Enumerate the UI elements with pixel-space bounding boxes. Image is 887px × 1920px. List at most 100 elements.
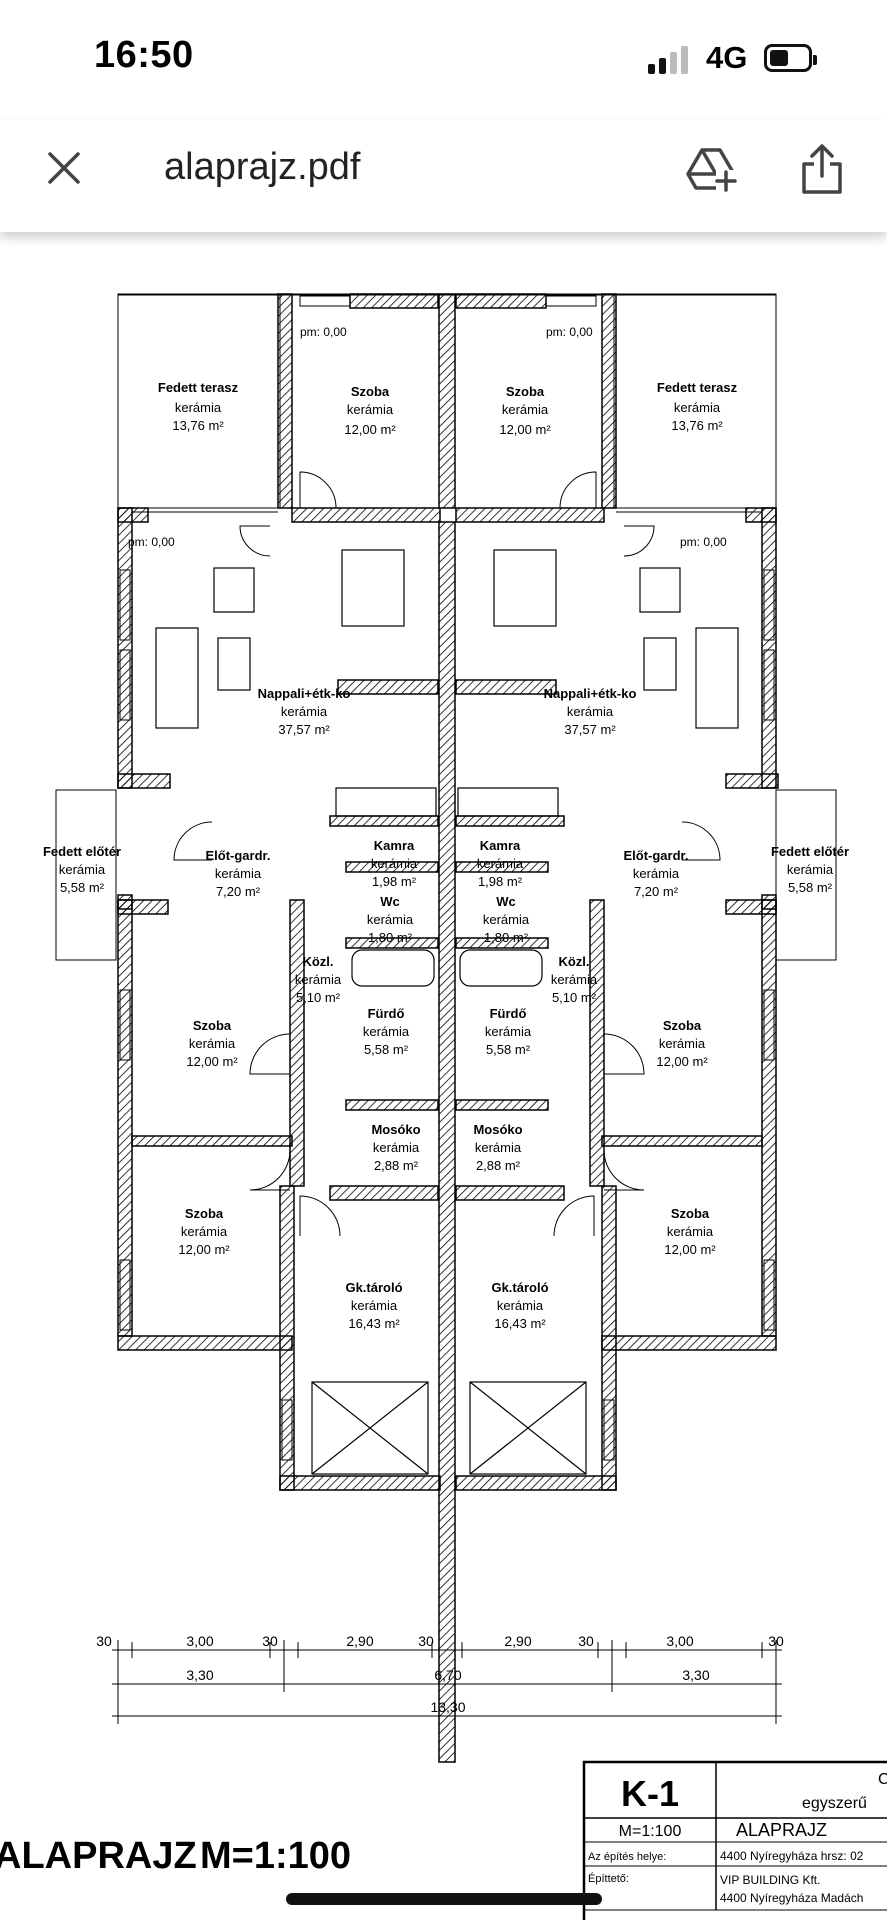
room-area: 7,20 m² <box>634 884 679 899</box>
share-icon[interactable] <box>800 142 844 196</box>
battery-icon <box>764 44 817 72</box>
room-name: Szoba <box>193 1018 232 1033</box>
room-material: kerámia <box>633 866 680 881</box>
room-name: Gk.tároló <box>345 1280 402 1295</box>
room-area: 5,58 m² <box>364 1042 409 1057</box>
room-area: 1,98 m² <box>478 874 523 889</box>
app-bar <box>0 120 887 232</box>
room-area: 5,10 m² <box>296 990 341 1005</box>
room-material: kerámia <box>363 1024 410 1039</box>
room-material: kerámia <box>215 866 262 881</box>
room-name: Mosóko <box>371 1122 420 1137</box>
room-area: 5,10 m² <box>552 990 597 1005</box>
dimension-total: 13,30 <box>430 1699 465 1715</box>
room-material: kerámia <box>477 856 524 871</box>
room-area: 1,80 m² <box>368 930 413 945</box>
sill-label: pm: 0,00 <box>546 325 593 339</box>
room-name: Szoba <box>185 1206 224 1221</box>
room-name: Fedett terasz <box>158 380 239 395</box>
room-name: Wc <box>380 894 400 909</box>
dimension: 30 <box>262 1633 278 1649</box>
room-name: Szoba <box>671 1206 710 1221</box>
room-material: kerámia <box>787 862 834 877</box>
room-area: 1,80 m² <box>484 930 529 945</box>
site-value: 4400 Nyíregyháza hrsz: 02 <box>720 1849 864 1863</box>
room-name: Közl. <box>558 954 589 969</box>
dimension: 3,30 <box>682 1667 709 1683</box>
room-area: 12,00 m² <box>178 1242 230 1257</box>
room-material: kerámia <box>371 856 418 871</box>
sill-label: pm: 0,00 <box>680 535 727 549</box>
room-material: kerámia <box>347 402 394 417</box>
room-area: 13,76 m² <box>172 418 224 433</box>
room-material: kerámia <box>475 1140 522 1155</box>
room-material: kerámia <box>483 912 530 927</box>
room-name: Fedett terasz <box>657 380 738 395</box>
room-name: Fedett előtér <box>771 844 849 859</box>
room-material: kerámia <box>659 1036 706 1051</box>
room-name: Fedett előtér <box>43 844 121 859</box>
room-name: Szoba <box>351 384 390 399</box>
room-name: Szoba <box>506 384 545 399</box>
builder-value: VIP BUILDING Kft. <box>720 1873 820 1887</box>
dimension: 30 <box>418 1633 434 1649</box>
builder-label: Építtető: <box>588 1872 629 1885</box>
room-material: kerámia <box>189 1036 236 1051</box>
drawing-title: ALAPRAJZ <box>0 1835 197 1877</box>
floor-plan: Fedett terasz kerámia 13,76 m² Szoba ker… <box>0 293 887 1920</box>
room-area: 2,88 m² <box>476 1158 521 1173</box>
room-material: kerámia <box>497 1298 544 1313</box>
dimension: 6,70 <box>434 1667 461 1683</box>
room-material: kerámia <box>567 704 614 719</box>
sheet-id: K-1 <box>621 1773 679 1814</box>
room-name: Nappali+étk-ko <box>544 686 637 701</box>
room-area: 12,00 m² <box>344 422 396 437</box>
room-material: kerámia <box>485 1024 532 1039</box>
room-name: Kamra <box>374 838 415 853</box>
document-title: alaprajz.pdf <box>164 146 361 188</box>
room-area: 37,57 m² <box>278 722 330 737</box>
dimension: 3,30 <box>186 1667 213 1683</box>
room-material: kerámia <box>295 972 342 987</box>
room-area: 12,00 m² <box>656 1054 708 1069</box>
status-bar: 16:50 4G <box>0 0 887 120</box>
room-name: Közl. <box>302 954 333 969</box>
room-name: Gk.tároló <box>491 1280 548 1295</box>
room-name: Előt-gardr. <box>623 848 688 863</box>
sill-label: pm: 0,00 <box>300 325 347 339</box>
status-time: 16:50 <box>94 34 194 76</box>
builder-address: 4400 Nyíregyháza Madách <box>720 1891 863 1905</box>
room-material: kerámia <box>667 1224 714 1239</box>
room-area: 12,00 m² <box>664 1242 716 1257</box>
room-name: Mosóko <box>473 1122 522 1137</box>
drive-add-icon[interactable] <box>686 144 738 194</box>
room-material: kerámia <box>551 972 598 987</box>
title-block-corner: C <box>878 1771 887 1788</box>
drawing-scale: M=1:100 <box>200 1835 351 1877</box>
room-area: 13,76 m² <box>671 418 723 433</box>
dimension: 30 <box>578 1633 594 1649</box>
room-material: kerámia <box>175 400 222 415</box>
dimension: 30 <box>768 1633 784 1649</box>
site-label: Az építés helye: <box>588 1851 666 1863</box>
room-name: Kamra <box>480 838 521 853</box>
dimension: 3,00 <box>666 1633 693 1649</box>
room-name: Előt-gardr. <box>205 848 270 863</box>
room-name: Wc <box>496 894 516 909</box>
room-material: kerámia <box>674 400 721 415</box>
dimension: 30 <box>96 1633 112 1649</box>
room-area: 7,20 m² <box>216 884 261 899</box>
network-type: 4G <box>706 40 748 75</box>
close-icon[interactable] <box>44 148 84 188</box>
dimension: 3,00 <box>186 1633 213 1649</box>
room-area: 16,43 m² <box>348 1316 400 1331</box>
room-name: Fürdő <box>368 1006 405 1021</box>
room-material: kerámia <box>502 402 549 417</box>
room-material: kerámia <box>367 912 414 927</box>
home-indicator[interactable] <box>286 1893 602 1905</box>
room-name: Nappali+étk-ko <box>258 686 351 701</box>
pdf-page[interactable]: Fedett terasz kerámia 13,76 m² Szoba ker… <box>0 232 887 1920</box>
room-material: kerámia <box>281 704 328 719</box>
room-area: 5,58 m² <box>486 1042 531 1057</box>
room-name: Szoba <box>663 1018 702 1033</box>
